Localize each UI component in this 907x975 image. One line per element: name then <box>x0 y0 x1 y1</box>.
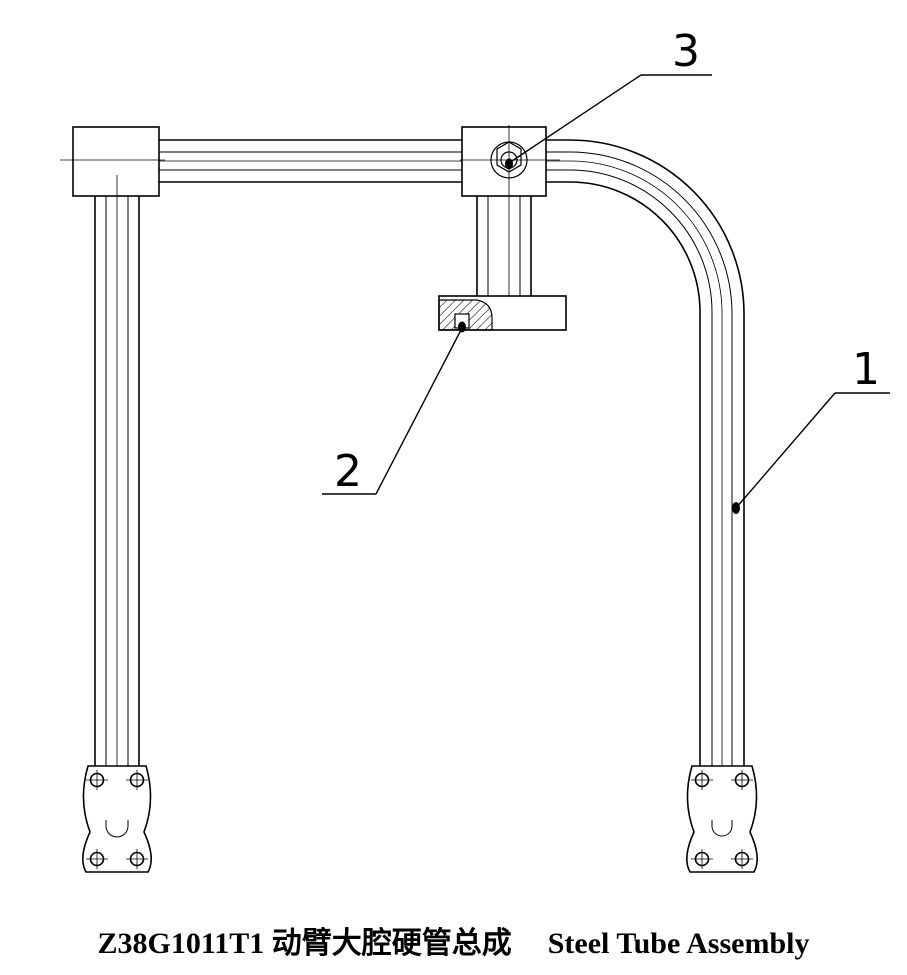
center-tee-block <box>461 126 547 197</box>
horizontal-tube <box>159 139 470 183</box>
steel-tube-assembly-drawing: 3 1 2 <box>60 26 890 873</box>
leader-2-dot <box>458 321 466 333</box>
callout-number-2: 2 <box>334 446 362 497</box>
callout-number-3: 3 <box>672 26 700 77</box>
caption-part-english: Steel Tube Assembly <box>547 927 810 960</box>
right-flange <box>686 765 758 873</box>
left-elbow-block <box>72 126 160 197</box>
center-vertical-stub <box>476 196 532 296</box>
left-flange <box>82 765 152 873</box>
leader-1-dot <box>732 502 740 514</box>
right-bent-tube <box>546 139 745 820</box>
drawing-caption: Z38G1011T1 动臂大腔硬管总成 Steel Tube Assembly <box>0 918 907 962</box>
callout-number-1: 1 <box>852 344 880 395</box>
left-vertical-tube <box>94 175 140 820</box>
leader-1-line <box>735 392 836 509</box>
caption-part-code: Z38G1011T1 <box>97 927 265 960</box>
center-bottom-flange <box>438 295 567 331</box>
leader-2-line <box>375 327 463 495</box>
caption-part-chinese: 动臂大腔硬管总成 <box>271 927 512 960</box>
leader-lines <box>322 74 890 509</box>
leader-3-line <box>508 74 642 164</box>
leader-3-dot <box>505 158 513 170</box>
